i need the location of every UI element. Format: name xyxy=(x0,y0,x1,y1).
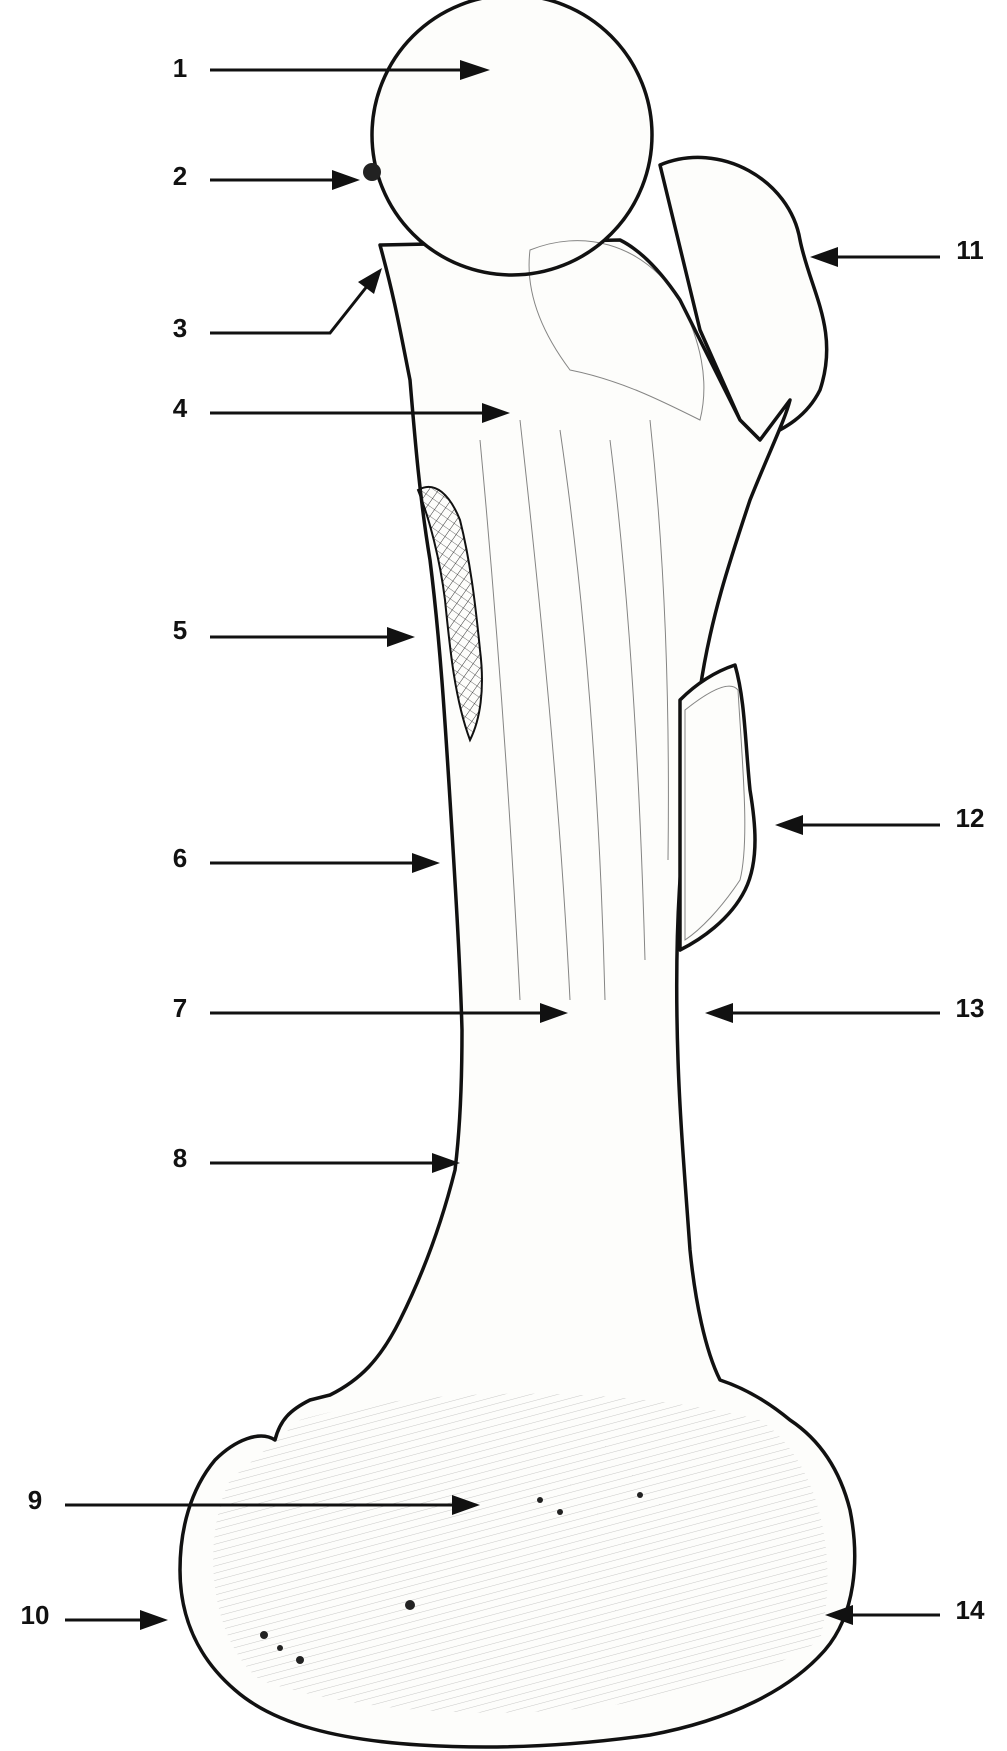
head-pit xyxy=(363,163,381,181)
label-11: 11 xyxy=(956,235,984,265)
label-13: 13 xyxy=(956,993,985,1023)
bone-illustration xyxy=(180,0,855,1747)
label-10: 10 xyxy=(21,1600,50,1630)
label-6: 6 xyxy=(173,843,187,873)
humeral-head-shape xyxy=(372,0,652,275)
label-14: 14 xyxy=(956,1595,985,1625)
distal-texture xyxy=(213,1394,827,1713)
label-8: 8 xyxy=(173,1143,187,1173)
label-2: 2 xyxy=(173,161,187,191)
label-3: 3 xyxy=(173,313,187,343)
label-9: 9 xyxy=(28,1485,42,1515)
label-5: 5 xyxy=(173,615,187,645)
label-4: 4 xyxy=(173,393,188,423)
deltoid-tuberosity-shape xyxy=(680,665,755,950)
label-12: 12 xyxy=(956,803,985,833)
label-7: 7 xyxy=(173,993,187,1023)
label-1: 1 xyxy=(173,53,187,83)
